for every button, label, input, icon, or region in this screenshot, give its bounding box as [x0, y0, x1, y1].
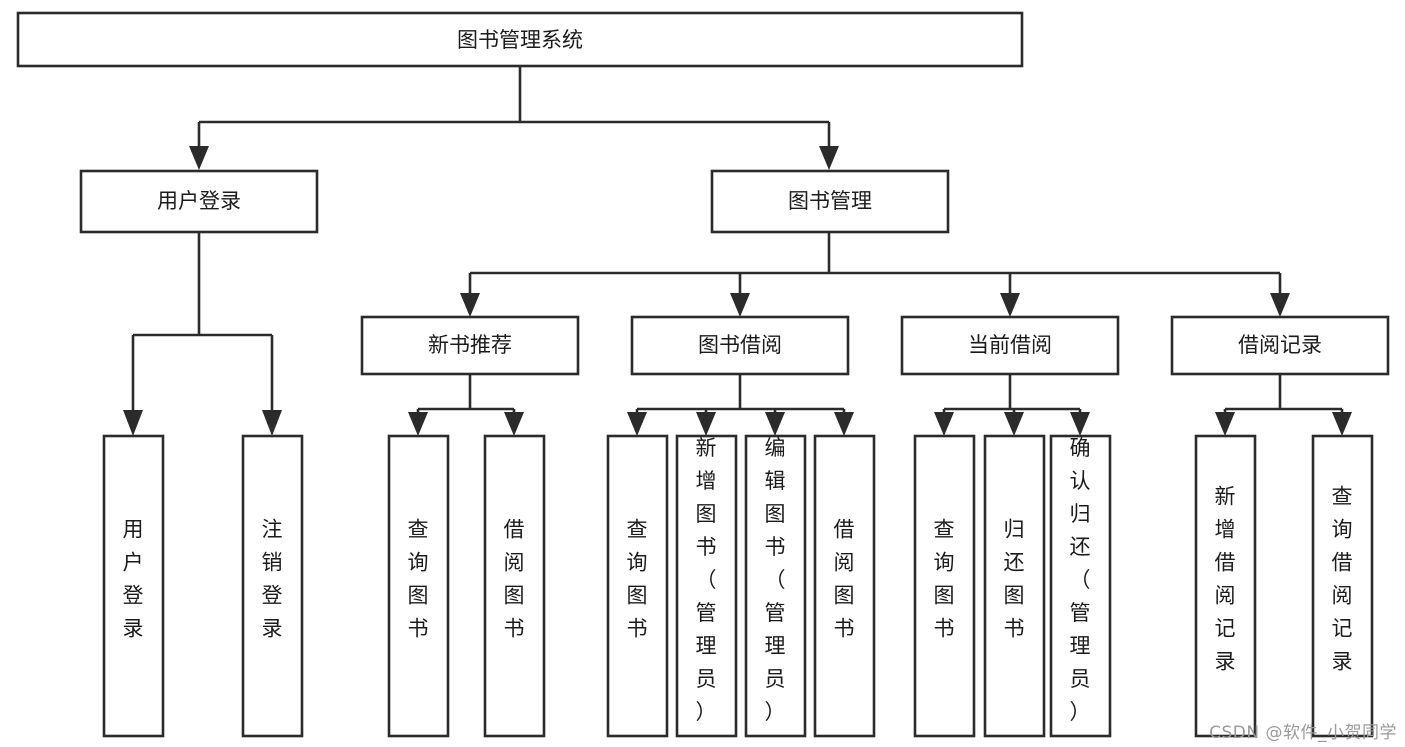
node-user-login-box[interactable] — [79, 169, 319, 234]
node-leaf-return-book-label: 归还图书 — [1004, 518, 1025, 641]
arrow-nbr-leaf-2 — [504, 412, 524, 436]
node-leaf-query-borrow-record[interactable]: 查询借阅记录 — [1311, 434, 1374, 738]
arrow-nbr-leaf-1 — [408, 412, 428, 436]
node-leaf-borrow-book-1[interactable]: 借阅图书 — [483, 434, 546, 738]
arrow-cb-leaf-2 — [1004, 412, 1024, 436]
node-leaf-query-book-1[interactable]: 查询图书 — [387, 434, 450, 738]
arrow-bb-leaf-3 — [765, 412, 785, 436]
node-current-borrow[interactable]: 当前借阅 — [900, 315, 1120, 376]
csdn-watermark: CSDN @软件_小贺同学 — [1209, 723, 1397, 743]
arrow-book-manage-child-4 — [1270, 293, 1290, 317]
node-current-borrow-box[interactable] — [900, 315, 1120, 376]
node-leaf-add-borrow-record[interactable]: 新增借阅记录 — [1194, 434, 1257, 738]
arrow-br-leaf-1 — [1215, 412, 1235, 436]
node-leaf-add-book-admin-box[interactable] — [675, 434, 738, 738]
node-leaf-logout-login[interactable]: 注销登录 — [241, 434, 304, 738]
node-leaf-borrow-book-2-label: 借阅图书 — [834, 518, 855, 641]
node-leaf-edit-book-admin-box[interactable] — [744, 434, 807, 738]
node-leaf-query-book-3[interactable]: 查询图书 — [913, 434, 976, 738]
node-book-manage[interactable]: 图书管理 — [710, 169, 950, 234]
node-borrow-record[interactable]: 借阅记录 — [1170, 315, 1390, 376]
arrow-book-manage-child-2 — [730, 293, 750, 317]
node-book-borrow-label: 图书借阅 — [698, 333, 782, 357]
arrow-br-leaf-2 — [1332, 412, 1352, 436]
arrow-cb-leaf-3 — [1070, 412, 1090, 436]
node-leaf-query-book-2-box[interactable] — [606, 434, 669, 738]
arrow-user-login-leaf-2 — [262, 410, 282, 436]
node-leaf-return-book[interactable]: 归还图书 — [983, 434, 1046, 738]
node-leaf-user-login-label: 用户登录 — [123, 518, 144, 641]
node-leaf-borrow-book-2-box[interactable] — [813, 434, 876, 738]
node-leaf-borrow-book-1-box[interactable] — [483, 434, 546, 738]
node-new-book-recommend[interactable]: 新书推荐 — [360, 315, 580, 376]
edge-group-new-book-recommend — [408, 375, 524, 436]
node-book-manage-label: 图书管理 — [788, 189, 872, 213]
node-borrow-record-box[interactable] — [1170, 315, 1390, 376]
node-leaf-user-login[interactable]: 用户登录 — [102, 434, 165, 738]
node-leaf-edit-book-admin[interactable]: 编辑图书（管理员） — [744, 434, 807, 738]
node-root-box[interactable] — [16, 11, 1024, 68]
arrow-cb-leaf-1 — [934, 412, 954, 436]
node-leaf-add-borrow-record-box[interactable] — [1194, 434, 1257, 738]
node-leaf-user-login-box[interactable] — [102, 434, 165, 738]
edge-group-user-login — [123, 233, 282, 436]
node-book-borrow[interactable]: 图书借阅 — [630, 315, 850, 376]
node-leaf-query-book-2-label: 查询图书 — [627, 518, 648, 641]
edge-group-book-borrow — [627, 375, 854, 436]
node-leaf-add-borrow-record-label: 新增借阅记录 — [1215, 485, 1236, 674]
edge-group-root — [189, 66, 839, 170]
arrow-root-to-book-manage — [819, 146, 839, 170]
node-root-label: 图书管理系统 — [457, 28, 583, 52]
node-leaf-borrow-book-1-label: 借阅图书 — [504, 518, 525, 641]
node-leaf-logout-login-box[interactable] — [241, 434, 304, 738]
node-leaf-borrow-book-2[interactable]: 借阅图书 — [813, 434, 876, 738]
arrow-bb-leaf-2 — [696, 412, 716, 436]
node-leaf-add-book-admin-label: 新增图书（管理员） — [696, 436, 717, 724]
node-leaf-query-book-3-label: 查询图书 — [934, 518, 955, 641]
node-leaf-confirm-return-admin-label: 确认归还（管理员） — [1070, 436, 1091, 724]
node-new-book-recommend-label: 新书推荐 — [428, 333, 512, 357]
node-current-borrow-label: 当前借阅 — [968, 333, 1052, 357]
node-leaf-query-book-3-box[interactable] — [913, 434, 976, 738]
arrow-user-login-leaf-1 — [123, 410, 143, 436]
node-leaf-query-borrow-record-label: 查询借阅记录 — [1332, 485, 1353, 674]
node-new-book-recommend-box[interactable] — [360, 315, 580, 376]
node-leaf-query-book-1-label: 查询图书 — [408, 518, 429, 641]
node-leaf-query-book-1-box[interactable] — [387, 434, 450, 738]
node-user-login-label: 用户登录 — [157, 189, 241, 213]
node-borrow-record-label: 借阅记录 — [1238, 333, 1322, 357]
arrow-book-manage-child-3 — [1000, 293, 1020, 317]
node-root[interactable]: 图书管理系统 — [16, 11, 1024, 68]
node-leaf-edit-book-admin-label: 编辑图书（管理员） — [765, 436, 786, 724]
edge-group-book-manage — [460, 233, 1290, 317]
node-user-login[interactable]: 用户登录 — [79, 169, 319, 234]
arrow-root-to-user-login — [189, 146, 209, 170]
node-leaf-query-borrow-record-box[interactable] — [1311, 434, 1374, 738]
node-leaf-confirm-return-admin[interactable]: 确认归还（管理员） — [1049, 434, 1112, 738]
node-leaf-add-book-admin[interactable]: 新增图书（管理员） — [675, 434, 738, 738]
arrow-bb-leaf-1 — [627, 412, 647, 436]
node-leaf-return-book-box[interactable] — [983, 434, 1046, 738]
node-leaf-confirm-return-admin-box[interactable] — [1049, 434, 1112, 738]
arrow-book-manage-child-1 — [460, 293, 480, 317]
edge-group-current-borrow — [934, 375, 1090, 436]
node-book-borrow-box[interactable] — [630, 315, 850, 376]
node-leaf-logout-login-label: 注销登录 — [262, 518, 283, 641]
edge-group-borrow-record — [1215, 375, 1352, 436]
node-leaf-query-book-2[interactable]: 查询图书 — [606, 434, 669, 738]
arrow-bb-leaf-4 — [834, 412, 854, 436]
node-book-manage-box[interactable] — [710, 169, 950, 234]
